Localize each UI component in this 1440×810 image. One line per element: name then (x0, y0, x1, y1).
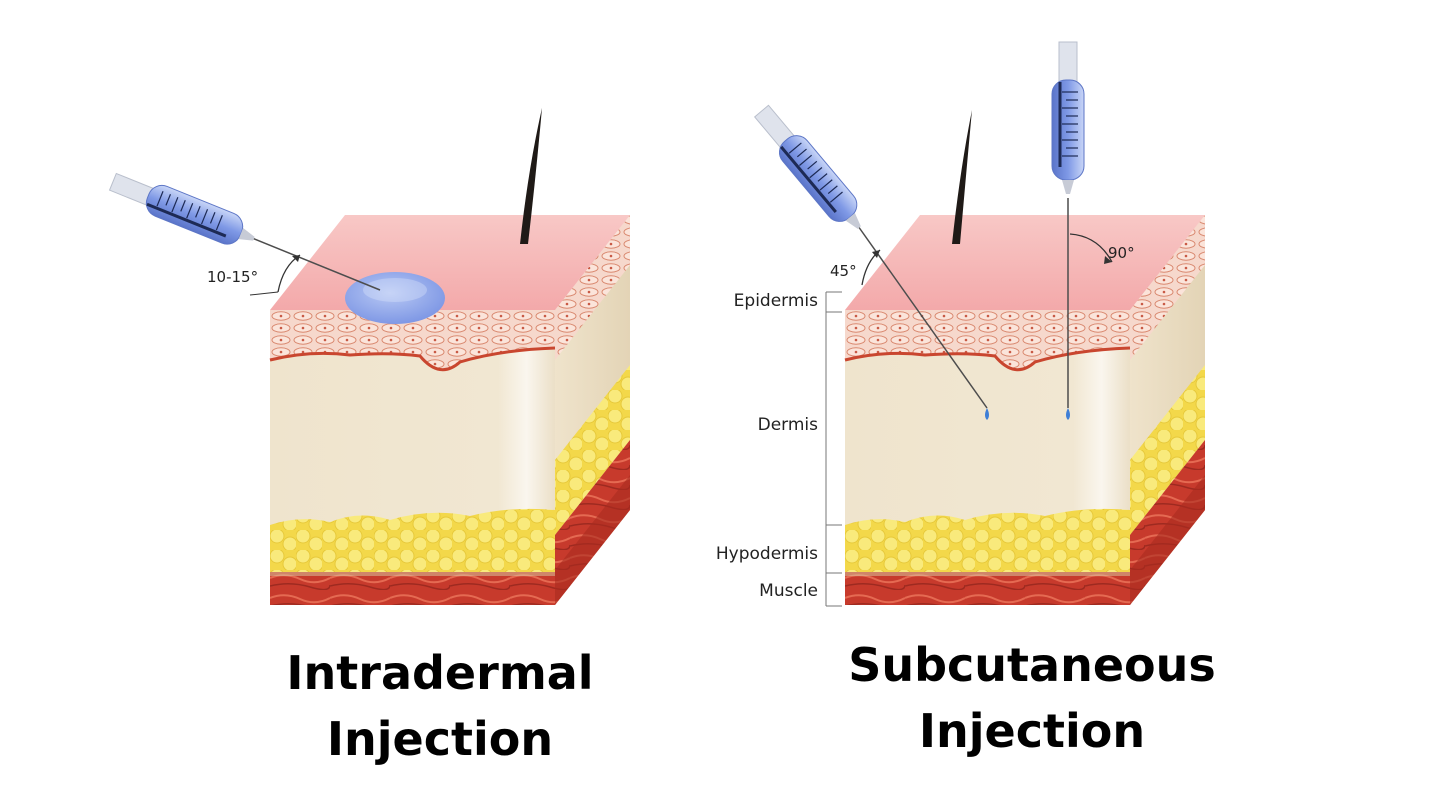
hair-right (952, 110, 972, 244)
caption-subcutaneous-line2: Injection (918, 704, 1146, 758)
caption-intradermal-line2: Injection (326, 712, 554, 766)
layer-label-muscle: Muscle (759, 581, 818, 601)
caption-subcutaneous-line1: Subcutaneous (848, 638, 1216, 692)
skin-block-left (268, 213, 632, 607)
syringe-90 (1050, 40, 1086, 196)
angle-label-left: 10-15° (207, 268, 258, 286)
caption-intradermal: Intradermal Injection (190, 640, 690, 772)
angle-label-45: 45° (830, 262, 857, 280)
skin-block-right (843, 213, 1207, 607)
subcutaneous-diagram: 45° 90° Epidermis Dermis Hypodermis Musc… (716, 40, 1207, 607)
droplet-90 (1066, 408, 1070, 420)
syringe-45 (747, 99, 874, 240)
needle-45 (857, 225, 988, 409)
layer-bracket (825, 291, 842, 607)
layer-label-dermis: Dermis (758, 415, 819, 435)
droplet-45 (985, 408, 989, 420)
intradermal-diagram: 10-15° (105, 108, 632, 607)
needle-left (251, 237, 381, 291)
intradermal-bleb (345, 272, 445, 324)
layer-label-hypodermis: Hypodermis (716, 544, 818, 564)
syringe-left (105, 165, 262, 256)
hair-left (520, 108, 542, 244)
angle-arc-90 (1069, 233, 1113, 263)
angle-label-90: 90° (1108, 244, 1135, 262)
layer-label-epidermis: Epidermis (734, 291, 818, 311)
caption-intradermal-line1: Intradermal (286, 646, 594, 700)
caption-subcutaneous: Subcutaneous Injection (782, 632, 1282, 764)
